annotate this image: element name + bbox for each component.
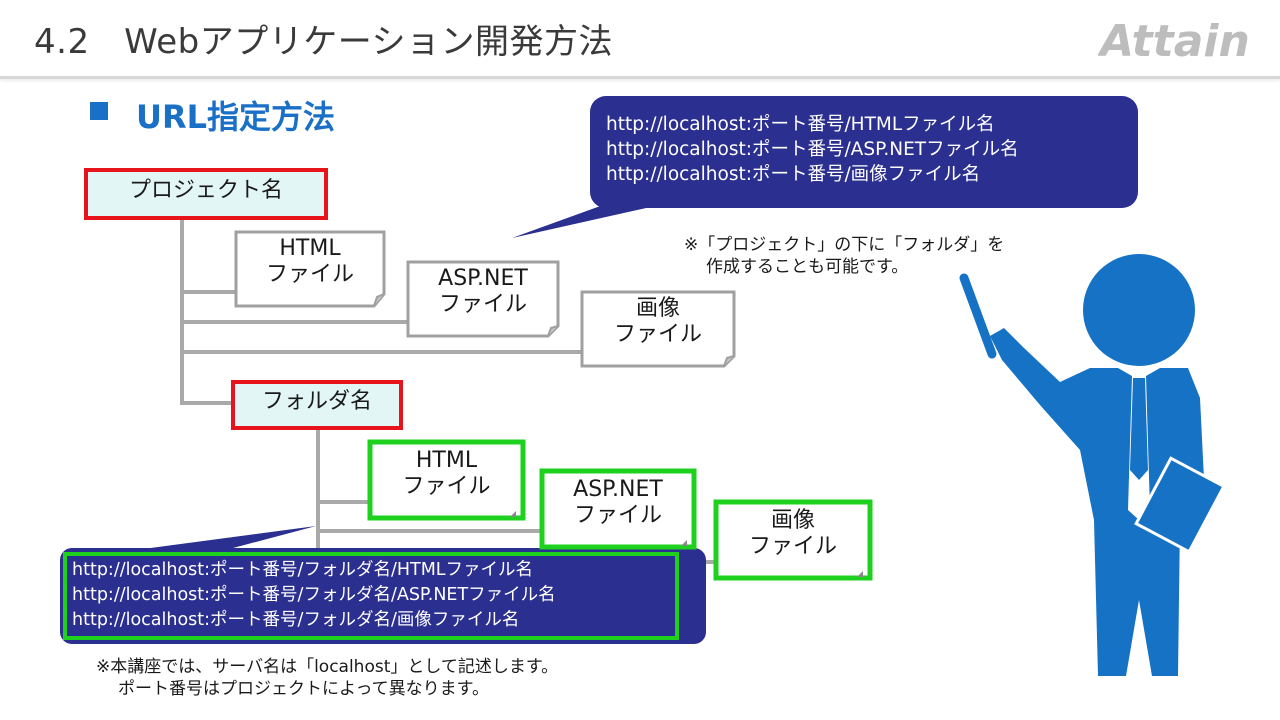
callout-top xyxy=(512,96,1138,238)
note-bottom-line2: ポート番号はプロジェクトによって異なります。 xyxy=(118,679,489,699)
folder-file-aspnet-label: ASP.NET ファイル xyxy=(573,477,663,528)
callout-bottom xyxy=(60,526,706,644)
callout-top-bubble xyxy=(590,96,1138,208)
logo-text: Attain xyxy=(1098,16,1250,62)
callout-bottom-highlight xyxy=(63,552,679,640)
project-file-image-label: 画像 ファイル xyxy=(613,296,702,347)
presenter-figure xyxy=(959,254,1226,676)
presenter-tie xyxy=(1130,378,1148,480)
section-heading: URL指定方法 xyxy=(136,98,336,136)
presenter-notebook xyxy=(1134,456,1226,554)
project-file-html-label: HTML ファイル xyxy=(265,236,354,287)
project-file-aspnet-label: ASP.NET ファイル xyxy=(438,266,528,317)
note-bottom: ※本講座では、サーバ名は「localhost」として記述します。 ポート番号はプ… xyxy=(96,656,558,700)
presenter-head xyxy=(1083,254,1195,366)
note-right-line2: 作成することも可能です。 xyxy=(706,257,909,277)
folder-file-image-label: 画像 ファイル xyxy=(748,508,837,559)
folder-file-aspnet xyxy=(539,468,697,550)
pointer-stick xyxy=(959,273,997,359)
callout-bottom-line: http://localhost:ポート番号/フォルダ名/画像ファイル名 xyxy=(72,610,520,630)
callout-top-line: http://localhost:ポート番号/HTMLファイル名 xyxy=(606,114,995,135)
callout-top-line: http://localhost:ポート番号/画像ファイル名 xyxy=(606,164,981,185)
project-file-image xyxy=(580,290,736,368)
callout-bottom-line: http://localhost:ポート番号/フォルダ名/HTMLファイル名 xyxy=(72,560,534,580)
callout-bottom-bubble xyxy=(60,548,706,644)
project-tree-lines xyxy=(180,218,582,405)
note-bottom-line1: ※本講座では、サーバ名は「localhost」として記述します。 xyxy=(96,657,559,677)
attain-logo: Attain xyxy=(1098,16,1250,62)
note-right: ※「プロジェクト」の下に「フォルダ」を 作成することも可能です。 xyxy=(684,234,1004,278)
callout-bottom-text: http://localhost:ポート番号/フォルダ名/HTMLファイル名 h… xyxy=(72,558,556,633)
project-box-label: プロジェクト名 xyxy=(128,178,283,203)
folder-file-html xyxy=(367,439,526,521)
header-bar xyxy=(0,0,1280,79)
callout-bottom-line: http://localhost:ポート番号/フォルダ名/ASP.NETファイル… xyxy=(72,585,556,605)
folder-file-html-label: HTML ファイル xyxy=(402,448,491,499)
slide-title: 4.2 Webアプリケーション開発方法 xyxy=(34,22,614,62)
callout-top-line: http://localhost:ポート番号/ASP.NETファイル名 xyxy=(606,139,1019,160)
project-file-aspnet xyxy=(406,260,560,338)
callout-top-text: http://localhost:ポート番号/HTMLファイル名 http://… xyxy=(606,112,1019,187)
project-file-html xyxy=(234,230,386,308)
presenter-body xyxy=(990,328,1206,676)
callout-bottom-pointer xyxy=(120,526,316,552)
section-bullet-square xyxy=(90,102,108,120)
project-box xyxy=(84,168,328,220)
folder-box xyxy=(231,380,403,430)
folder-box-label: フォルダ名 xyxy=(261,389,372,414)
note-right-line1: ※「プロジェクト」の下に「フォルダ」を xyxy=(684,235,1005,255)
folder-file-image xyxy=(713,499,873,581)
